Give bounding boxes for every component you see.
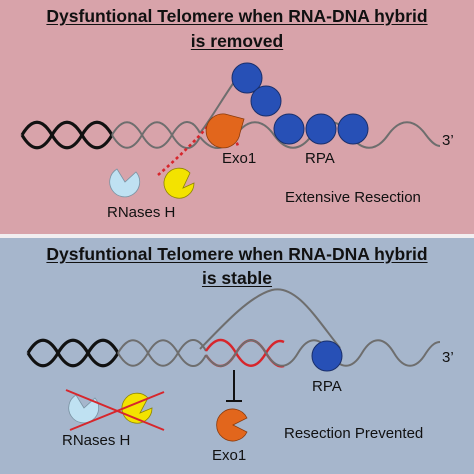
rnase-h-yellow-icon [163,167,195,199]
cross-out-icon [65,389,165,431]
bottom-rpa-label: RPA [312,378,342,395]
top-title-line2: is removed [190,31,284,51]
bottom-title-line1: Dysfuntional Telomere when RNA-DNA hybri… [46,244,428,264]
top-dsdna-gray [111,121,201,149]
bottom-panel-artwork [26,288,441,442]
top-title-line1: Dysfuntional Telomere when RNA-DNA hybri… [46,6,428,26]
top-rpa-label: RPA [305,150,335,167]
bottom-exo1-label: Exo1 [212,447,247,464]
top-rnases-label: RNases H [107,204,176,221]
bottom-dsdna-black [26,338,120,368]
top-three-prime-label: 3’ [442,132,454,149]
bottom-title-line2: is stable [201,268,273,288]
top-panel-artwork [20,62,441,199]
rpa-protein-icon [311,340,343,372]
top-panel: Dysfuntional Telomere when RNA-DNA hybri… [0,0,474,234]
exo1-protein-icon [205,113,245,149]
rnase-h-light-icon [68,394,100,424]
bottom-three-prime-label: 3’ [442,349,454,366]
top-dsdna-black [20,120,114,150]
rpa-protein-icon [231,62,369,145]
inhibition-arrow-icon [226,370,242,402]
panel-divider [0,234,474,238]
top-exo1-label: Exo1 [222,150,257,167]
bottom-panel: Dysfuntional Telomere when RNA-DNA hybri… [0,238,474,474]
bottom-dsdna-gray [117,339,207,367]
bottom-displaced-strand [199,288,341,350]
bottom-outcome-label: Resection Prevented [284,425,424,442]
bottom-rnases-label: RNases H [62,432,131,449]
rnase-h-light-icon [109,168,141,198]
exo1-protein-icon [216,408,248,442]
top-outcome-label: Extensive Resection [285,189,421,206]
